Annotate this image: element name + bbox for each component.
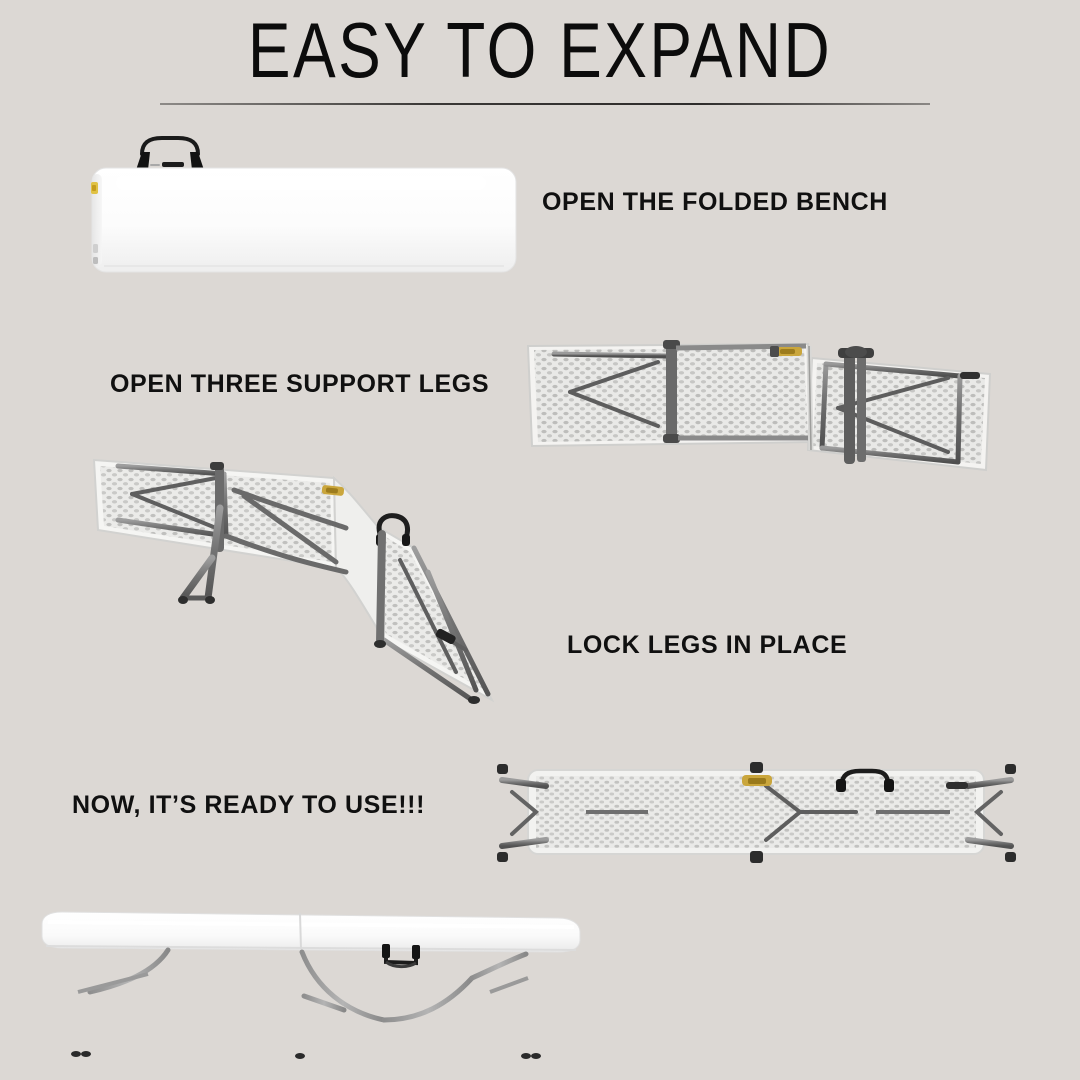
folded-bench-photo [86, 126, 534, 286]
folded-leg-right-brace [836, 376, 950, 454]
apron-truss [223, 487, 349, 575]
bench-legs-locked-photo [484, 756, 1029, 871]
leg-assembly-left [73, 945, 171, 1055]
end-clip-icon [960, 372, 980, 379]
step-4-caption: NOW, IT’S READY TO USE!!! [72, 791, 425, 819]
assembled-bench-photo [28, 900, 593, 1060]
frame-upper-brace [130, 476, 218, 530]
leg-brace-centre-right [381, 975, 475, 1023]
bench-angled-open-legs-photo [84, 450, 539, 740]
end-clip-icon [946, 782, 968, 789]
bench-underside-folded-legs-photo [508, 330, 1018, 480]
step-3-caption: LOCK LEGS IN PLACE [567, 631, 848, 659]
page-title: EASY TO EXPAND [247, 6, 833, 94]
gold-latch-icon [770, 346, 802, 357]
frame-upper [115, 463, 229, 539]
leg-assembly-right [469, 949, 539, 1057]
leg-pivot-bar-left [666, 342, 677, 442]
extended-leg-right [965, 764, 1016, 862]
leg-brace-left [77, 972, 149, 994]
carry-handle-icon [136, 136, 204, 170]
step-1-caption: OPEN THE FOLDED BENCH [542, 188, 888, 216]
open-support-leg [178, 462, 224, 604]
yellow-latch-icon [91, 182, 98, 194]
title-divider [160, 103, 930, 105]
gold-latch-icon [742, 775, 772, 786]
extended-leg-left [497, 764, 549, 862]
folded-leg-left-brace [568, 360, 660, 428]
step-2-caption: OPEN THREE SUPPORT LEGS [110, 370, 490, 398]
centre-brace [764, 784, 858, 842]
handle-recess-icon [382, 944, 420, 969]
leg-pivot-bar-right [838, 346, 874, 464]
extended-leg-centre [750, 762, 763, 863]
leg-assembly-centre [297, 947, 387, 1057]
fold-seam [299, 912, 302, 950]
gold-latch-icon [321, 485, 345, 496]
leg-brace-right [489, 976, 529, 994]
bench-top [41, 911, 581, 953]
carry-handle-icon [836, 768, 894, 792]
